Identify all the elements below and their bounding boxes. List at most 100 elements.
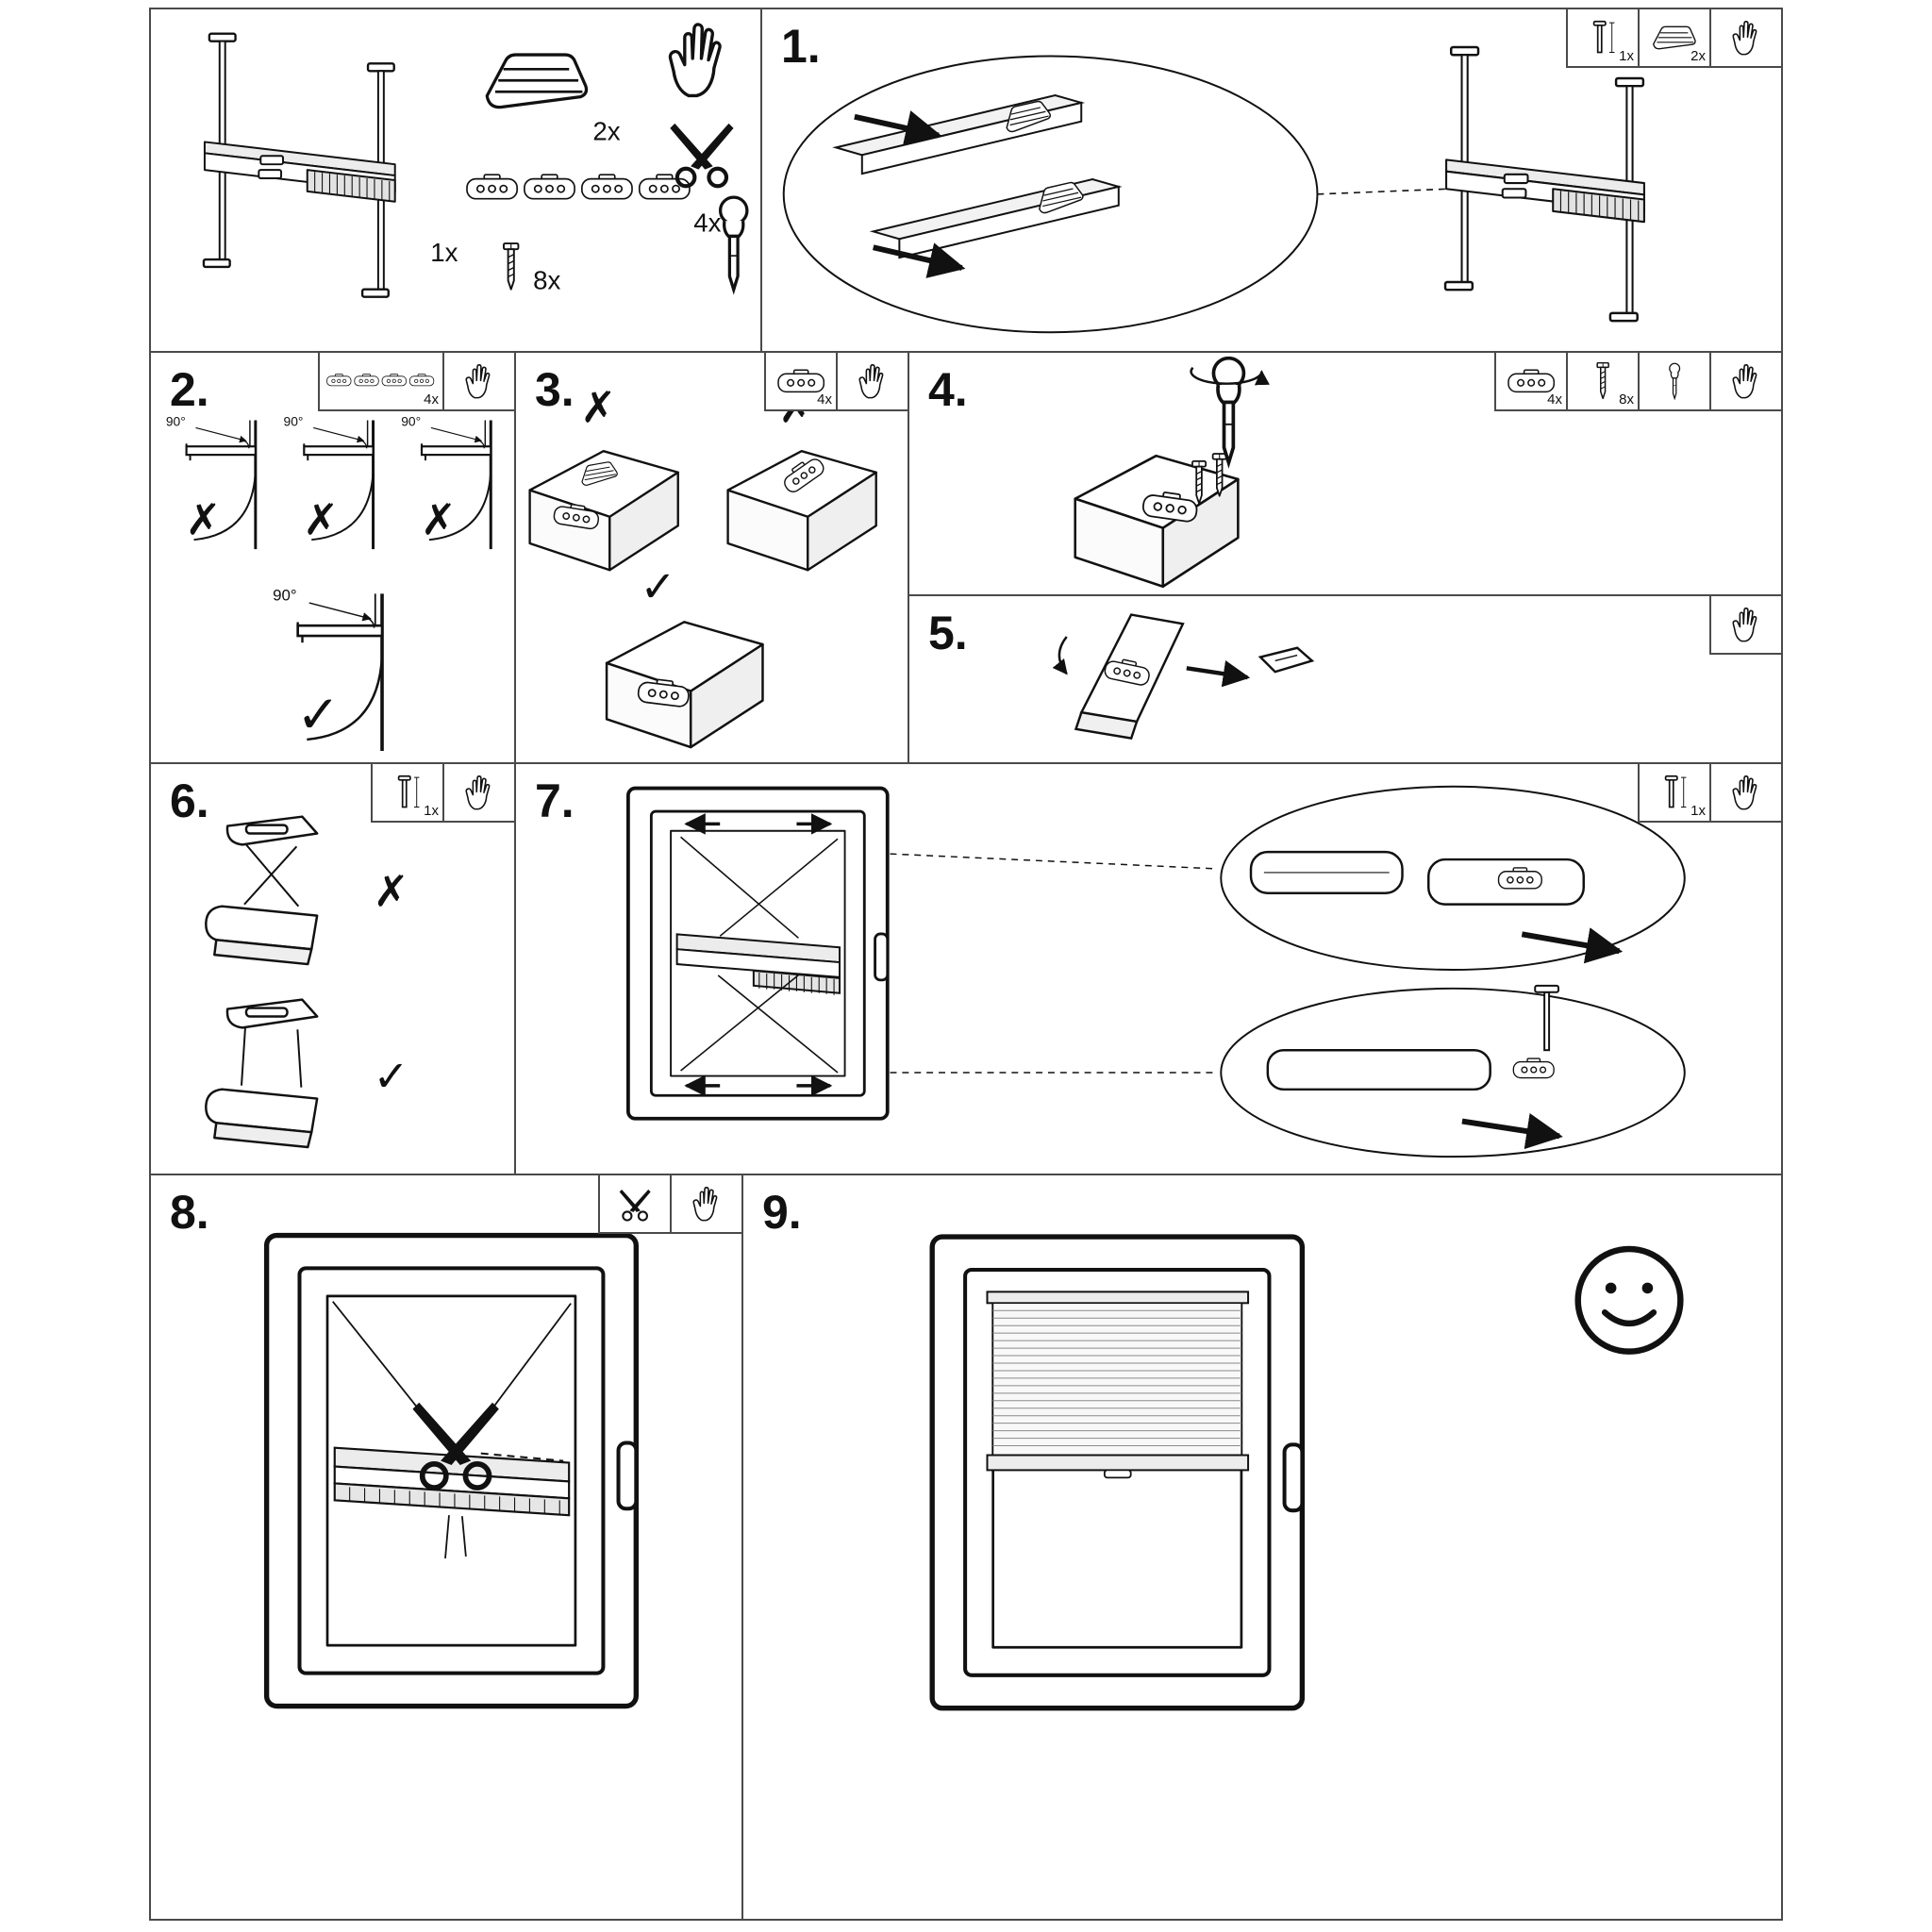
screw-icon-box: 8x xyxy=(1566,353,1638,411)
hand-icon-box xyxy=(1709,596,1781,655)
hand-icon-box xyxy=(1709,353,1781,411)
icon-qty: 4x xyxy=(1547,391,1562,408)
cover-piece xyxy=(1257,646,1315,674)
remove-arrow xyxy=(1186,660,1251,688)
bracket-strip-icon-box: 4x xyxy=(318,353,442,411)
step-4-drawing xyxy=(1074,356,1270,589)
hand-icon-box xyxy=(442,764,514,823)
screw-icon xyxy=(1596,362,1609,400)
bracket-icon-box: 4x xyxy=(764,353,836,411)
side-rail-icon xyxy=(397,775,421,808)
hand-icon xyxy=(858,364,884,399)
step-icon-strip: 4x xyxy=(318,353,514,411)
cross-icon: ✗ xyxy=(421,495,457,543)
side-rail-icon xyxy=(1592,21,1616,54)
step-7-drawing xyxy=(626,785,1686,1158)
smiley-icon xyxy=(1578,1249,1681,1352)
parts-overview-drawing: 1x 2x 4x 8x xyxy=(202,23,749,298)
step-icon-strip: 1x xyxy=(371,764,514,823)
check-icon: ✓ xyxy=(640,563,675,611)
blind-rail xyxy=(675,933,841,995)
hand-icon-box xyxy=(670,1175,741,1234)
glider-icon-box: 2x xyxy=(1638,9,1709,68)
rotate-arrow xyxy=(1052,636,1068,675)
screwdriver-icon-box xyxy=(1638,353,1709,411)
icon-qty: 2x xyxy=(1690,48,1706,64)
correct-angle-diagram: 90° ✓ xyxy=(273,587,384,753)
side-rail-icon xyxy=(1664,775,1688,808)
hand-icon-box xyxy=(442,353,514,411)
screw-qty-label: 8x xyxy=(533,266,560,295)
step-7-panel: 7. 1x xyxy=(514,762,1783,1175)
icon-qty: 1x xyxy=(1619,48,1634,64)
finished-blind xyxy=(986,1291,1250,1479)
bracket-strip-icon xyxy=(467,175,690,198)
hand-icon xyxy=(1732,364,1757,399)
step-8-drawing xyxy=(151,1175,741,1919)
step-1-panel: 1. 1x 2x xyxy=(760,8,1783,353)
step-9-panel: 9. xyxy=(741,1174,1783,1921)
wrong-angle-diagram: 90° ✗ xyxy=(284,413,375,551)
step-icon-strip xyxy=(598,1175,741,1234)
frame-corner xyxy=(1074,454,1240,589)
rotate-arrow xyxy=(1190,366,1270,386)
step-number: 7. xyxy=(535,774,575,827)
screwdriver-icon xyxy=(1669,362,1680,400)
step-8-panel: 8. xyxy=(149,1174,743,1921)
step-icon-strip: 4x xyxy=(764,353,908,411)
step-5-drawing xyxy=(1052,613,1315,740)
step-6-drawing: ✗ ✓ xyxy=(205,815,409,1149)
hand-icon xyxy=(1732,608,1757,642)
step-icon-strip xyxy=(1709,596,1781,655)
parts-overview-panel: 1x 2x 4x 8x xyxy=(149,8,762,353)
icon-qty: 1x xyxy=(424,803,439,819)
hand-icon-box xyxy=(1709,9,1781,68)
step-number: 4. xyxy=(928,363,968,416)
blind-qty-label: 1x xyxy=(430,238,458,267)
top-rail-callout xyxy=(1249,850,1624,964)
wrong-bracket-placement xyxy=(726,450,877,572)
side-rail-icon-box: 1x xyxy=(1638,764,1709,823)
bracket-icon xyxy=(1507,369,1555,393)
hand-icon xyxy=(1732,775,1757,810)
angle-label: 90° xyxy=(273,587,297,605)
angle-label: 90° xyxy=(166,413,186,428)
step-2-drawing: 90° ✗ 90° ✗ 90° ✗ 90° ✓ xyxy=(166,413,492,753)
scissors-icon xyxy=(670,124,733,186)
slide-arrow xyxy=(872,242,966,278)
side-rail-icon-box: 1x xyxy=(1566,9,1638,68)
step-number: 3. xyxy=(535,363,575,416)
step-number: 5. xyxy=(928,607,968,659)
step-2-panel: 2. 4x 90° ✗ 90° ✗ xyxy=(149,351,516,764)
icon-qty: 4x xyxy=(817,391,832,408)
angle-label: 90° xyxy=(284,413,304,428)
correct-bracket-placement xyxy=(605,621,764,749)
step-icon-strip: 1x xyxy=(1638,764,1781,823)
step-icon-strip: 4x 8x xyxy=(1494,353,1781,411)
hand-icon xyxy=(465,775,491,810)
step-5-panel: 5. xyxy=(908,594,1783,764)
step-icon-strip: 1x 2x xyxy=(1566,9,1781,68)
wrong-angle-diagram: 90° ✗ xyxy=(401,413,492,551)
bracket-qty-label: 4x xyxy=(693,208,721,237)
glider-qty-label: 2x xyxy=(592,116,620,145)
correct-cord-diagram: ✓ xyxy=(205,998,409,1149)
cross-icon: ✗ xyxy=(185,495,221,543)
tension-cords xyxy=(680,836,839,1074)
side-rail-icon-box: 1x xyxy=(371,764,442,823)
step-3-panel: 3. 4x ✗ ✗ ✓ xyxy=(514,351,909,764)
hand-icon xyxy=(692,1187,718,1222)
hand-icon xyxy=(668,23,722,98)
step-number: 8. xyxy=(170,1186,209,1239)
step-number: 9. xyxy=(762,1186,802,1239)
step-3-drawing: ✗ ✗ ✓ xyxy=(528,383,877,749)
hand-icon-box xyxy=(1709,764,1781,823)
hand-icon-box xyxy=(836,353,908,411)
wrong-cord-diagram: ✗ xyxy=(205,815,409,966)
check-icon: ✓ xyxy=(374,1053,409,1101)
cross-icon: ✗ xyxy=(580,383,616,431)
cross-icon: ✗ xyxy=(374,868,409,916)
scissors-icon xyxy=(618,1189,652,1222)
wrong-angle-diagram: 90° ✗ xyxy=(166,413,258,551)
